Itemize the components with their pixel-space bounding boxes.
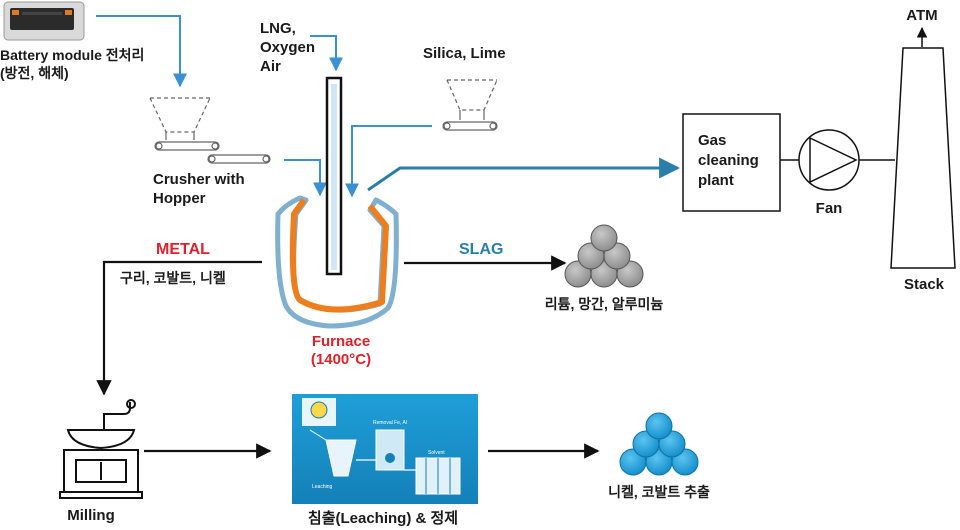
slag-product-balls	[564, 224, 644, 288]
battery-to-crusher-arrow	[96, 15, 187, 88]
lng-label: LNG,	[260, 20, 296, 37]
leach-image-leaching-text: Leaching	[312, 484, 333, 490]
extract-label: 니켈, 코발트 추출	[608, 484, 710, 500]
gas-cleaning-label: cleaning	[698, 152, 759, 169]
crusher-to-furnace-arrow	[284, 159, 327, 197]
leaching-label: 침출(Leaching) & 정제	[308, 509, 458, 527]
gas-plant-label: plant	[698, 172, 734, 189]
battery-module-icon	[3, 1, 85, 41]
leach-image-removal-text: Removal Fe, Al	[373, 420, 407, 426]
fan-label: Fan	[816, 200, 843, 217]
furnace-to-gas-arrow	[367, 157, 681, 192]
furnace-label: Furnace	[312, 333, 370, 350]
metal-sublabel: 구리, 코발트, 니켈	[120, 270, 226, 286]
silica-lime-label: Silica, Lime	[423, 45, 506, 62]
crusher-hopper-icon	[149, 97, 271, 164]
metal-to-milling-arrow	[96, 260, 262, 396]
slag-label: SLAG	[459, 241, 503, 258]
lance-core	[331, 84, 337, 270]
leaching-process-image: Removal Fe, Al Leaching Solvent	[292, 394, 478, 504]
crusher-sublabel: Hopper	[153, 190, 206, 207]
lng-inlet-arrow	[310, 35, 343, 72]
leach-image-solvent-text: Solvent	[428, 450, 445, 456]
nickel-cobalt-product-balls	[619, 412, 699, 476]
furnace-vessel	[275, 195, 399, 329]
milling-label: Milling	[67, 507, 115, 524]
air-label: Air	[260, 58, 281, 75]
crusher-label: Crusher with	[153, 171, 245, 188]
atm-label: ATM	[906, 7, 937, 24]
stack-label: Stack	[904, 276, 945, 293]
fan-icon	[798, 129, 860, 191]
milling-grinder-icon	[59, 399, 143, 499]
metal-label: METAL	[156, 241, 210, 258]
battery-module-sublabel: (방전, 해체)	[0, 65, 69, 81]
furnace-temp-label: (1400°C)	[311, 351, 371, 368]
silica-hopper-icon	[442, 79, 498, 131]
gas-cleaning-plant-box	[682, 113, 781, 212]
silica-to-furnace-arrow	[345, 125, 432, 198]
slag-sublabel: 리튬, 망간, 알루미늄	[545, 296, 664, 312]
gas-label: Gas	[698, 132, 726, 149]
oxygen-label: Oxygen	[260, 39, 315, 56]
stack-icon	[890, 47, 956, 269]
battery-module-label: Battery module 전처리	[0, 47, 144, 63]
